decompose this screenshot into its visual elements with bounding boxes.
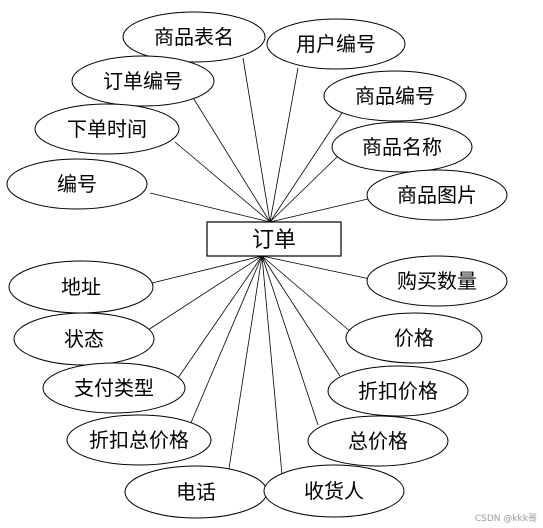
connector-product-id <box>269 106 347 223</box>
attribute-label: 购买数量 <box>397 269 477 293</box>
attribute-product-id: 商品编号 <box>323 70 467 122</box>
connector-price <box>261 255 353 334</box>
attribute-ellipse <box>366 255 508 307</box>
connector-user-id <box>269 67 299 223</box>
connector-receiver <box>261 255 283 476</box>
attribute-ellipse <box>331 121 473 173</box>
attribute-user-id: 用户编号 <box>266 18 406 70</box>
connector-phone <box>227 255 263 476</box>
attribute-ellipse <box>71 55 215 107</box>
attribute-label: 总价格 <box>348 429 408 453</box>
attribute-ellipse <box>42 362 186 414</box>
connectors <box>147 57 373 476</box>
entity-label: 订单 <box>252 228 296 253</box>
attribute-label: 状态 <box>64 327 104 351</box>
attribute-label: 地址 <box>61 275 101 299</box>
watermark: CSDN @kkk哥 <box>474 514 537 524</box>
attribute-ellipse <box>345 312 483 364</box>
attribute-ellipse <box>327 365 469 417</box>
connector-product-name <box>269 155 339 223</box>
attribute-status: 状态 <box>13 312 155 366</box>
attribute-label: 价格 <box>394 326 434 350</box>
entity-box <box>206 221 342 257</box>
attribute-total-price: 总价格 <box>307 415 449 467</box>
attribute-discount-price: 折扣价格 <box>327 365 469 417</box>
attribute-discount-total-price: 折扣总价格 <box>66 414 212 466</box>
connector-order-time <box>174 141 271 223</box>
attribute-label: 编号 <box>57 172 97 196</box>
connector-status <box>147 255 263 331</box>
attribute-ellipse <box>6 158 148 210</box>
attribute-receiver: 收货人 <box>263 464 405 518</box>
attribute-ellipse <box>66 414 212 466</box>
connector-id <box>149 192 271 223</box>
attribute-label: 折扣总价格 <box>89 428 189 452</box>
attribute-label: 商品表名 <box>154 25 234 49</box>
attribute-order-id: 订单编号 <box>71 55 215 107</box>
connector-address <box>151 255 263 284</box>
connector-product-image <box>269 197 373 223</box>
attribute-label: 用户编号 <box>296 32 376 56</box>
attribute-product-name: 商品名称 <box>331 121 473 173</box>
attribute-label: 商品编号 <box>355 84 435 108</box>
connector-payment-type <box>177 255 263 379</box>
attribute-address: 地址 <box>8 260 154 314</box>
attribute-ellipse <box>307 415 449 467</box>
attribute-price: 价格 <box>345 312 483 364</box>
attribute-label: 下单时间 <box>67 117 147 141</box>
attribute-ellipse <box>263 464 405 518</box>
connector-discount-price <box>261 255 341 377</box>
attribute-payment-type: 支付类型 <box>42 362 186 414</box>
attribute-label: 订单编号 <box>103 69 183 93</box>
attribute-ellipse <box>266 18 406 70</box>
attribute-label: 支付类型 <box>74 376 154 400</box>
attribute-phone: 电话 <box>124 465 268 519</box>
attribute-label: 商品名称 <box>362 135 442 159</box>
attribute-label: 收货人 <box>304 479 364 503</box>
attribute-label: 电话 <box>176 480 216 504</box>
attribute-ellipse <box>323 70 467 122</box>
attribute-product-table-name: 商品表名 <box>122 11 266 63</box>
connector-discount-total <box>189 255 263 426</box>
attribute-id: 编号 <box>6 158 148 210</box>
connector-total-price <box>261 255 319 426</box>
attribute-product-image: 商品图片 <box>366 169 508 221</box>
connector-product-table-name <box>242 57 271 223</box>
entity-order: 订单 <box>206 221 342 257</box>
attribute-ellipse <box>34 103 180 155</box>
attribute-order-time: 下单时间 <box>34 103 180 155</box>
attribute-ellipse <box>366 169 508 221</box>
attribute-label: 折扣价格 <box>358 379 438 403</box>
connector-order-id <box>191 95 271 223</box>
connector-purchase-qty <box>261 255 371 280</box>
attribute-ellipse <box>122 11 266 63</box>
attribute-label: 商品图片 <box>397 183 477 207</box>
attribute-purchase-qty: 购买数量 <box>366 255 508 307</box>
